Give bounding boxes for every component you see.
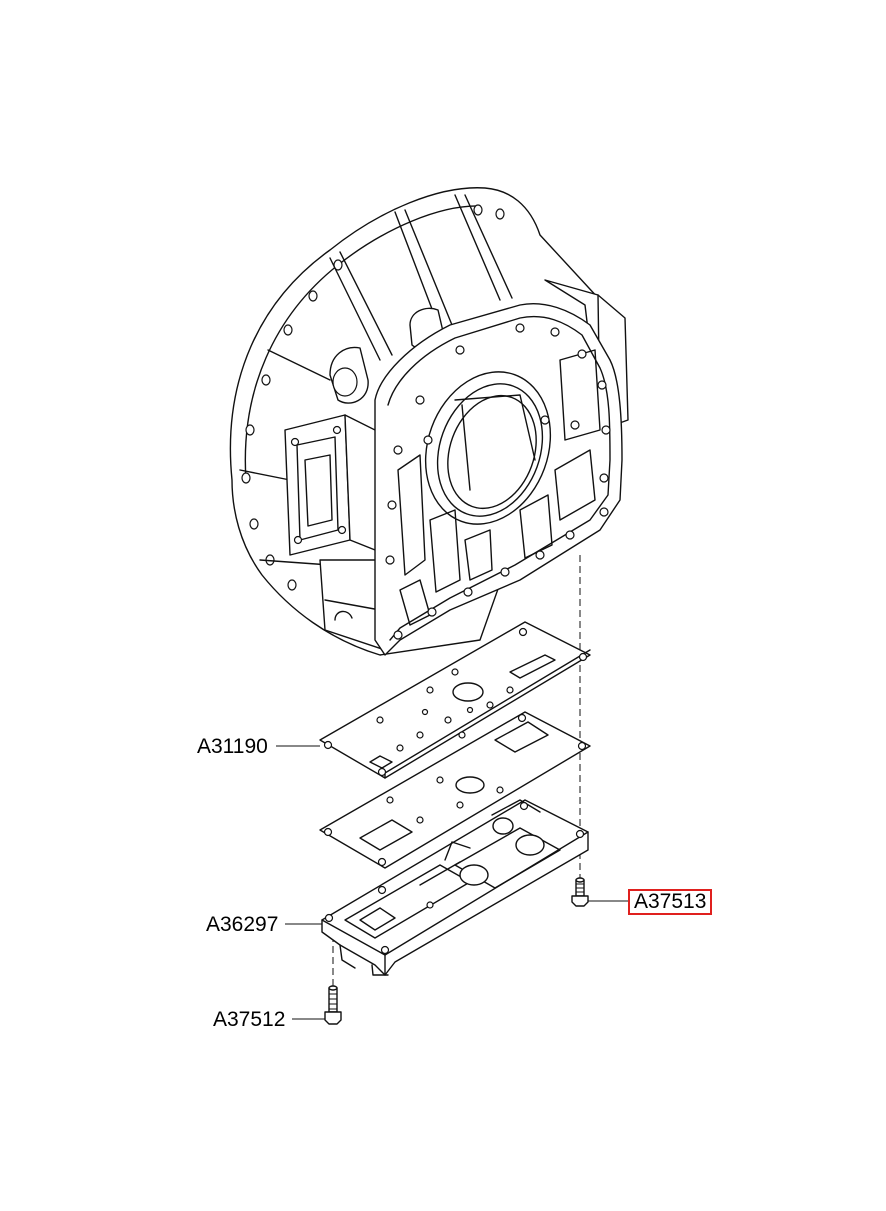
valve-body-cover	[321, 799, 589, 976]
part-label-plate[interactable]: A31190	[197, 735, 268, 758]
bolt-short	[571, 877, 589, 907]
separator-plate	[319, 621, 591, 779]
bolt-long	[324, 985, 342, 1025]
part-label-cover[interactable]: A36297	[206, 913, 279, 936]
transmission-housing	[229, 187, 629, 656]
part-label-bolt-long[interactable]: A37512	[213, 1008, 286, 1031]
gasket	[319, 711, 591, 869]
part-label-bolt-short[interactable]: A37513	[628, 889, 713, 915]
